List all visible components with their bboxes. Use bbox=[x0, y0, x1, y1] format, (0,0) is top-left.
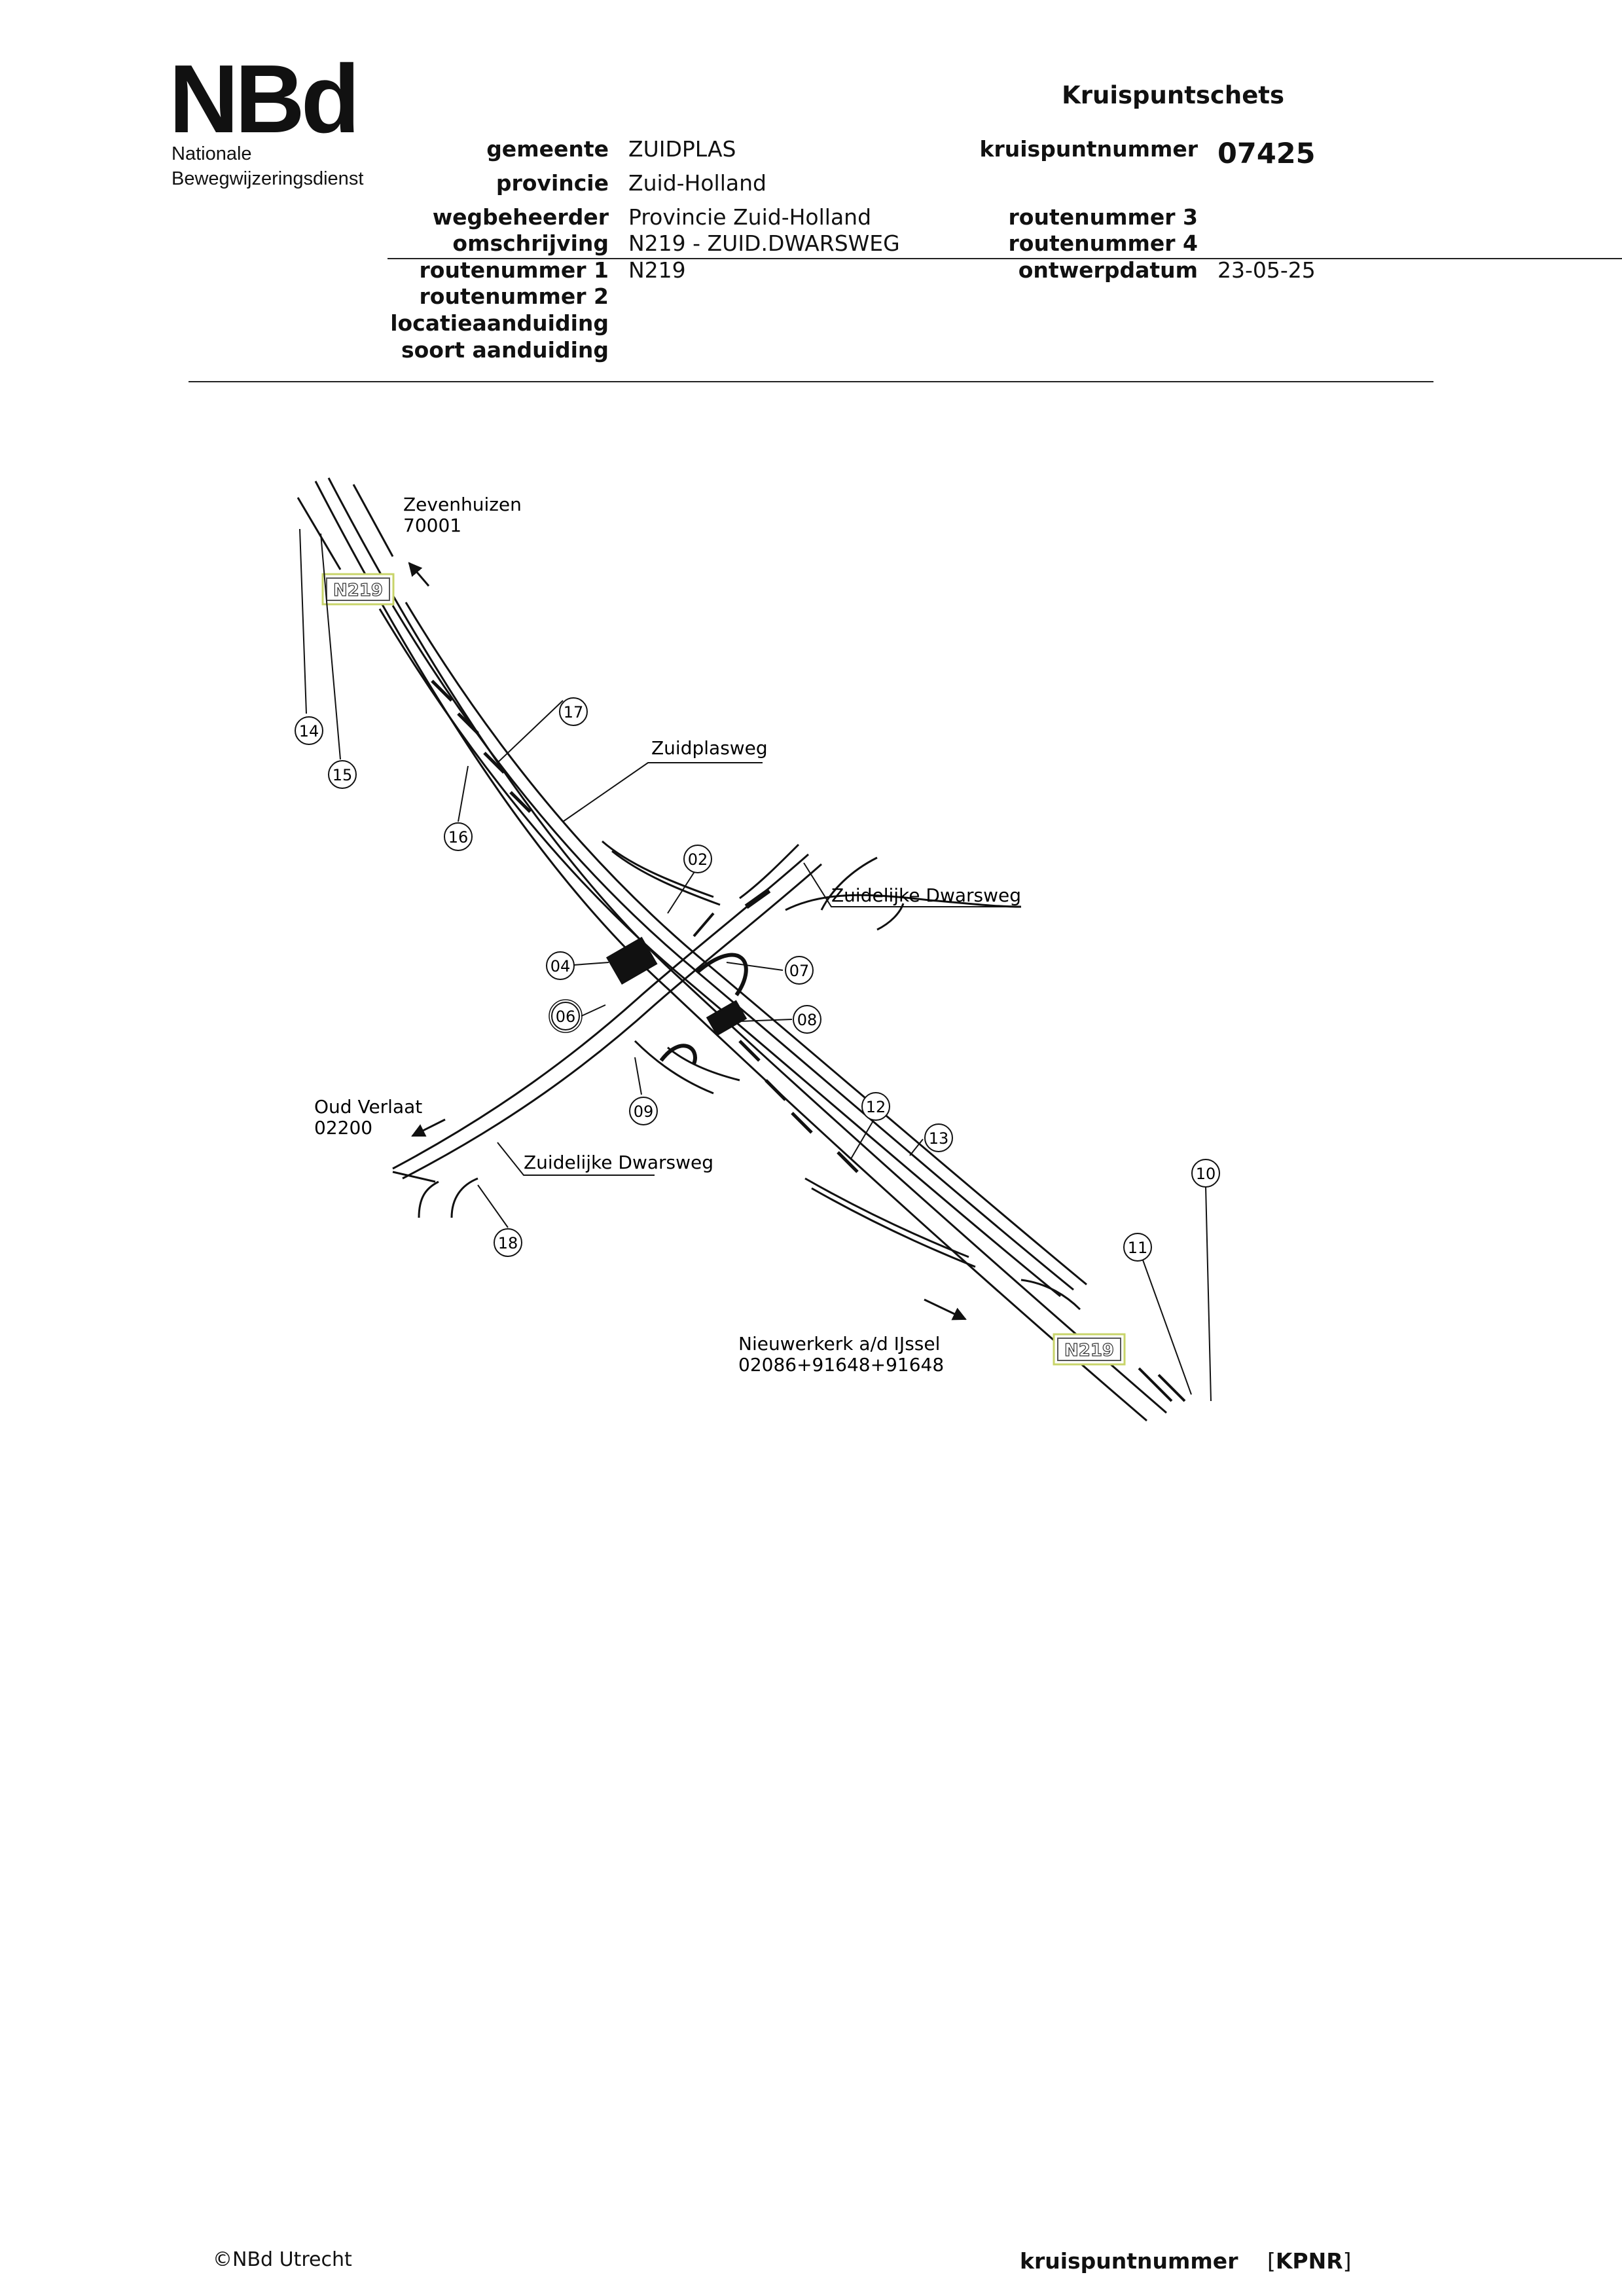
svg-text:04: 04 bbox=[550, 957, 571, 975]
road-name-zuidplasweg: Zuidplasweg bbox=[651, 737, 768, 759]
organization-name: Nationale Bewegwijzeringsdienst bbox=[171, 141, 363, 191]
destination-nieuwerkerk-code: 02086+91648+91648 bbox=[738, 1354, 944, 1376]
field-label-kruispuntnummer: kruispuntnummer bbox=[979, 136, 1198, 162]
field-label-wegbeheerder: wegbeheerder bbox=[432, 204, 609, 230]
svg-text:17: 17 bbox=[564, 703, 584, 721]
footer-kpnr-code: KPNR bbox=[1275, 2248, 1343, 2274]
marker-leaders bbox=[299, 528, 1212, 1402]
field-value-routenummer-1: N219 bbox=[628, 257, 686, 283]
org-line-1: Nationale bbox=[171, 143, 252, 164]
svg-text:14: 14 bbox=[299, 722, 319, 740]
svg-text:09: 09 bbox=[634, 1102, 654, 1121]
route-shield-north-label: N219 bbox=[333, 581, 383, 600]
marker-09: 09 bbox=[629, 1097, 658, 1125]
field-value-ontwerpdatum: 23-05-25 bbox=[1217, 257, 1316, 283]
marker-08: 08 bbox=[793, 1005, 821, 1034]
svg-text:15: 15 bbox=[333, 766, 353, 784]
field-value-omschrijving: N219 - ZUID.DWARSWEG bbox=[628, 230, 900, 256]
field-label-soort-aanduiding: soort aanduiding bbox=[401, 337, 609, 363]
document-title: Kruispuntschets bbox=[1062, 81, 1284, 109]
marker-04: 04 bbox=[546, 951, 575, 980]
field-label-routenummer-1: routenummer 1 bbox=[419, 257, 609, 283]
field-label-routenummer-2: routenummer 2 bbox=[419, 283, 609, 309]
footer-bracket-open: [ bbox=[1267, 2248, 1276, 2274]
road-name-leaders bbox=[497, 762, 1020, 1176]
nbd-logo: NBd bbox=[169, 45, 360, 153]
svg-text:16: 16 bbox=[448, 828, 469, 847]
svg-text:11: 11 bbox=[1128, 1239, 1148, 1257]
header-divider-bottom bbox=[189, 381, 1433, 382]
svg-text:12: 12 bbox=[866, 1098, 886, 1116]
footer-kruispuntnummer-label: kruispuntnummer bbox=[1020, 2248, 1238, 2274]
road-name-zuidelijke-dwarsweg-east: Zuidelijke Dwarsweg bbox=[831, 884, 1021, 906]
svg-text:07: 07 bbox=[789, 962, 810, 980]
road-name-zuidelijke-dwarsweg-west: Zuidelijke Dwarsweg bbox=[524, 1152, 713, 1173]
svg-text:02: 02 bbox=[688, 850, 708, 869]
field-label-routenummer-3: routenummer 3 bbox=[1008, 204, 1198, 230]
route-shield-south: N219 bbox=[1053, 1333, 1126, 1366]
org-line-2: Bewegwijzeringsdienst bbox=[171, 168, 364, 189]
svg-text:08: 08 bbox=[797, 1011, 818, 1029]
footer-bracket-close: ] bbox=[1343, 2248, 1352, 2274]
field-label-gemeente: gemeente bbox=[486, 136, 609, 162]
svg-text:06: 06 bbox=[556, 1008, 576, 1026]
field-label-provincie: provincie bbox=[496, 170, 609, 196]
field-value-kruispuntnummer: 07425 bbox=[1217, 137, 1316, 170]
intersection-sketch: Zevenhuizen 70001 Oud Verlaat 02200 Nieu… bbox=[295, 477, 1220, 1422]
marker-07: 07 bbox=[785, 956, 814, 985]
marker-17: 17 bbox=[559, 697, 588, 726]
marker-14: 14 bbox=[295, 716, 323, 745]
marker-06: 06 bbox=[549, 999, 583, 1033]
marker-12: 12 bbox=[861, 1092, 890, 1121]
field-label-routenummer-4: routenummer 4 bbox=[1008, 230, 1198, 256]
sign-markers: 02 04 06 07 08 09 10 11 12 13 14 15 16 1… bbox=[295, 697, 1220, 1262]
header-divider-mid bbox=[387, 258, 1622, 259]
marker-11: 11 bbox=[1123, 1233, 1152, 1262]
field-label-ontwerpdatum: ontwerpdatum bbox=[1018, 257, 1198, 283]
destination-nieuwerkerk: Nieuwerkerk a/d IJssel bbox=[738, 1333, 940, 1355]
route-shield-north: N219 bbox=[321, 573, 395, 606]
road-linework bbox=[297, 477, 1186, 1422]
destination-zevenhuizen: Zevenhuizen bbox=[403, 494, 522, 515]
marker-13: 13 bbox=[924, 1123, 953, 1152]
field-label-locatieaanduiding: locatieaanduiding bbox=[390, 310, 609, 336]
footer-kruispuntnummer: kruispuntnummer [KPNR] bbox=[1020, 2248, 1352, 2274]
destination-oud-verlaat: Oud Verlaat bbox=[314, 1096, 422, 1118]
route-shield-south-label: N219 bbox=[1064, 1341, 1114, 1360]
field-value-gemeente: ZUIDPLAS bbox=[628, 136, 736, 162]
marker-16: 16 bbox=[444, 822, 473, 851]
field-label-omschrijving: omschrijving bbox=[452, 230, 609, 256]
svg-text:18: 18 bbox=[498, 1234, 518, 1252]
destination-zevenhuizen-code: 70001 bbox=[403, 515, 461, 536]
marker-10: 10 bbox=[1191, 1159, 1220, 1188]
svg-text:10: 10 bbox=[1196, 1165, 1216, 1183]
marker-02: 02 bbox=[683, 845, 712, 873]
destination-oud-verlaat-code: 02200 bbox=[314, 1117, 372, 1139]
field-value-wegbeheerder: Provincie Zuid-Holland bbox=[628, 204, 872, 230]
svg-text:13: 13 bbox=[929, 1129, 949, 1148]
marker-15: 15 bbox=[328, 760, 357, 789]
marker-18: 18 bbox=[494, 1228, 522, 1257]
field-value-provincie: Zuid-Holland bbox=[628, 170, 766, 196]
footer-copyright: ©NBd Utrecht bbox=[213, 2248, 352, 2271]
